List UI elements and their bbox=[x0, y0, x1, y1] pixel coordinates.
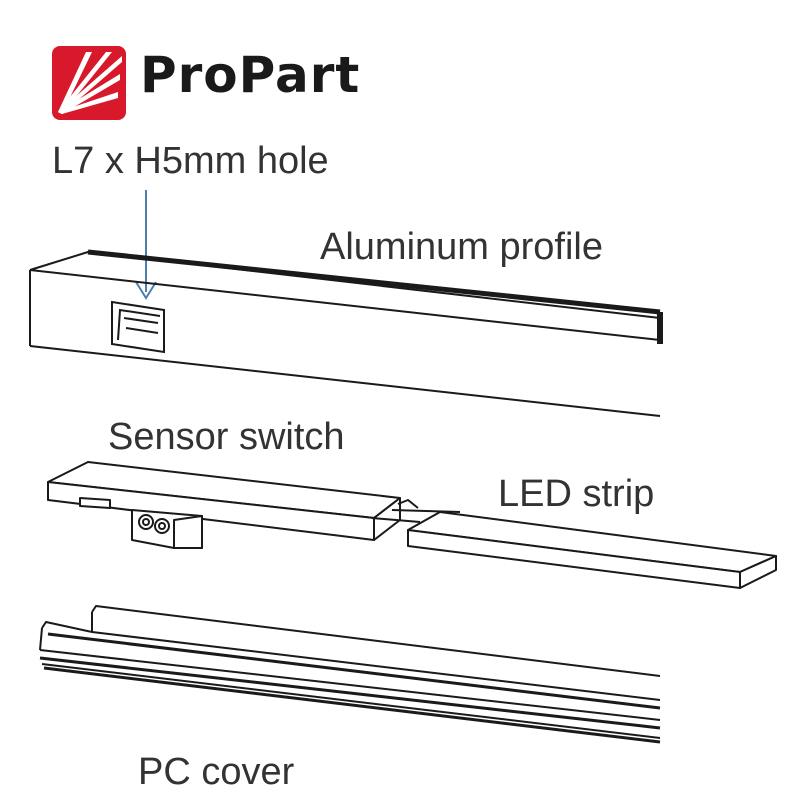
hole-cutout bbox=[111, 300, 165, 354]
led-strip-label: LED strip bbox=[498, 473, 655, 515]
led-strip bbox=[407, 511, 777, 589]
sensor-switch bbox=[47, 461, 461, 549]
pc-cover-label: PC cover bbox=[138, 751, 295, 793]
hole-label: L7 x H5mm hole bbox=[52, 140, 329, 182]
brand-wordmark: ProPart bbox=[140, 46, 361, 104]
sensor-switch-label: Sensor switch bbox=[108, 416, 345, 458]
hole-arrow bbox=[135, 190, 157, 300]
aluminum-profile bbox=[29, 249, 663, 417]
sunburst-logo-icon bbox=[52, 46, 126, 120]
aluminum-profile-label: Aluminum profile bbox=[320, 226, 603, 268]
pc-cover bbox=[39, 605, 661, 744]
